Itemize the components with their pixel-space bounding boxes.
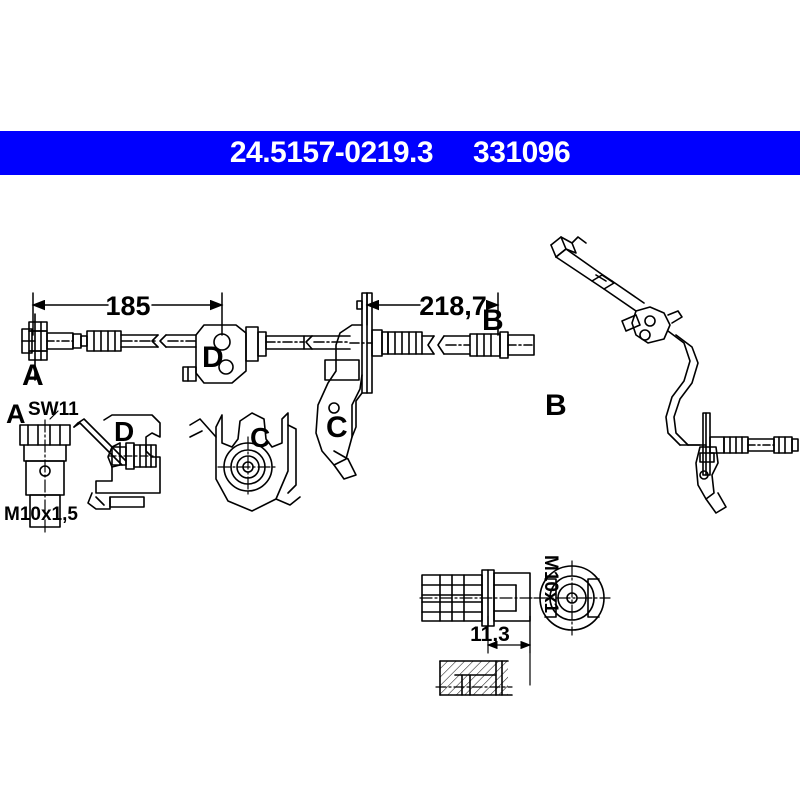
detail-a-fitting bbox=[19, 410, 71, 534]
thread-spec-sw11: SW11 bbox=[28, 399, 79, 420]
detail-c-bracket bbox=[189, 412, 301, 512]
thread-spec-m10x15: M10x1,5 bbox=[4, 504, 78, 525]
bracket-c-main bbox=[315, 292, 423, 480]
callout-a-main: A bbox=[22, 359, 44, 392]
callout-a-detail: A bbox=[6, 399, 26, 429]
callout-b-main: B bbox=[482, 304, 504, 337]
brake-hose-drawing-svg: 185 218,7 11,3 A D B C A D C B SW11 M10x… bbox=[4, 236, 799, 696]
hose-right-main bbox=[421, 324, 535, 359]
technical-drawing: 185 218,7 11,3 A D B C A D C B SW11 M10x… bbox=[0, 175, 800, 800]
dimension-11-3-label: 11,3 bbox=[470, 623, 510, 646]
callout-c-detail: C bbox=[250, 422, 270, 453]
detail-d-bracket bbox=[73, 414, 161, 510]
dimension-185-label: 185 bbox=[105, 291, 150, 321]
title-bar: 24.5157-0219.3 331096 bbox=[0, 131, 800, 175]
hose-middle-main bbox=[305, 335, 351, 350]
callout-d-detail: D bbox=[114, 416, 134, 447]
dimension-185 bbox=[31, 292, 224, 336]
thread-spec-m10x1: M10x1 bbox=[540, 555, 561, 614]
dimension-218-7-label: 218,7 bbox=[419, 291, 487, 321]
bracket-d-main bbox=[182, 324, 313, 384]
callout-b-detail: B bbox=[545, 389, 567, 422]
isometric-assembly bbox=[550, 236, 799, 514]
part-number: 24.5157-0219.3 bbox=[229, 136, 434, 169]
article-number: 331096 bbox=[473, 136, 571, 169]
callout-d-main: D bbox=[202, 341, 224, 374]
detail-b-fitting bbox=[419, 560, 611, 696]
fitting-a-main bbox=[21, 313, 197, 381]
callout-c-main: C bbox=[326, 411, 348, 444]
